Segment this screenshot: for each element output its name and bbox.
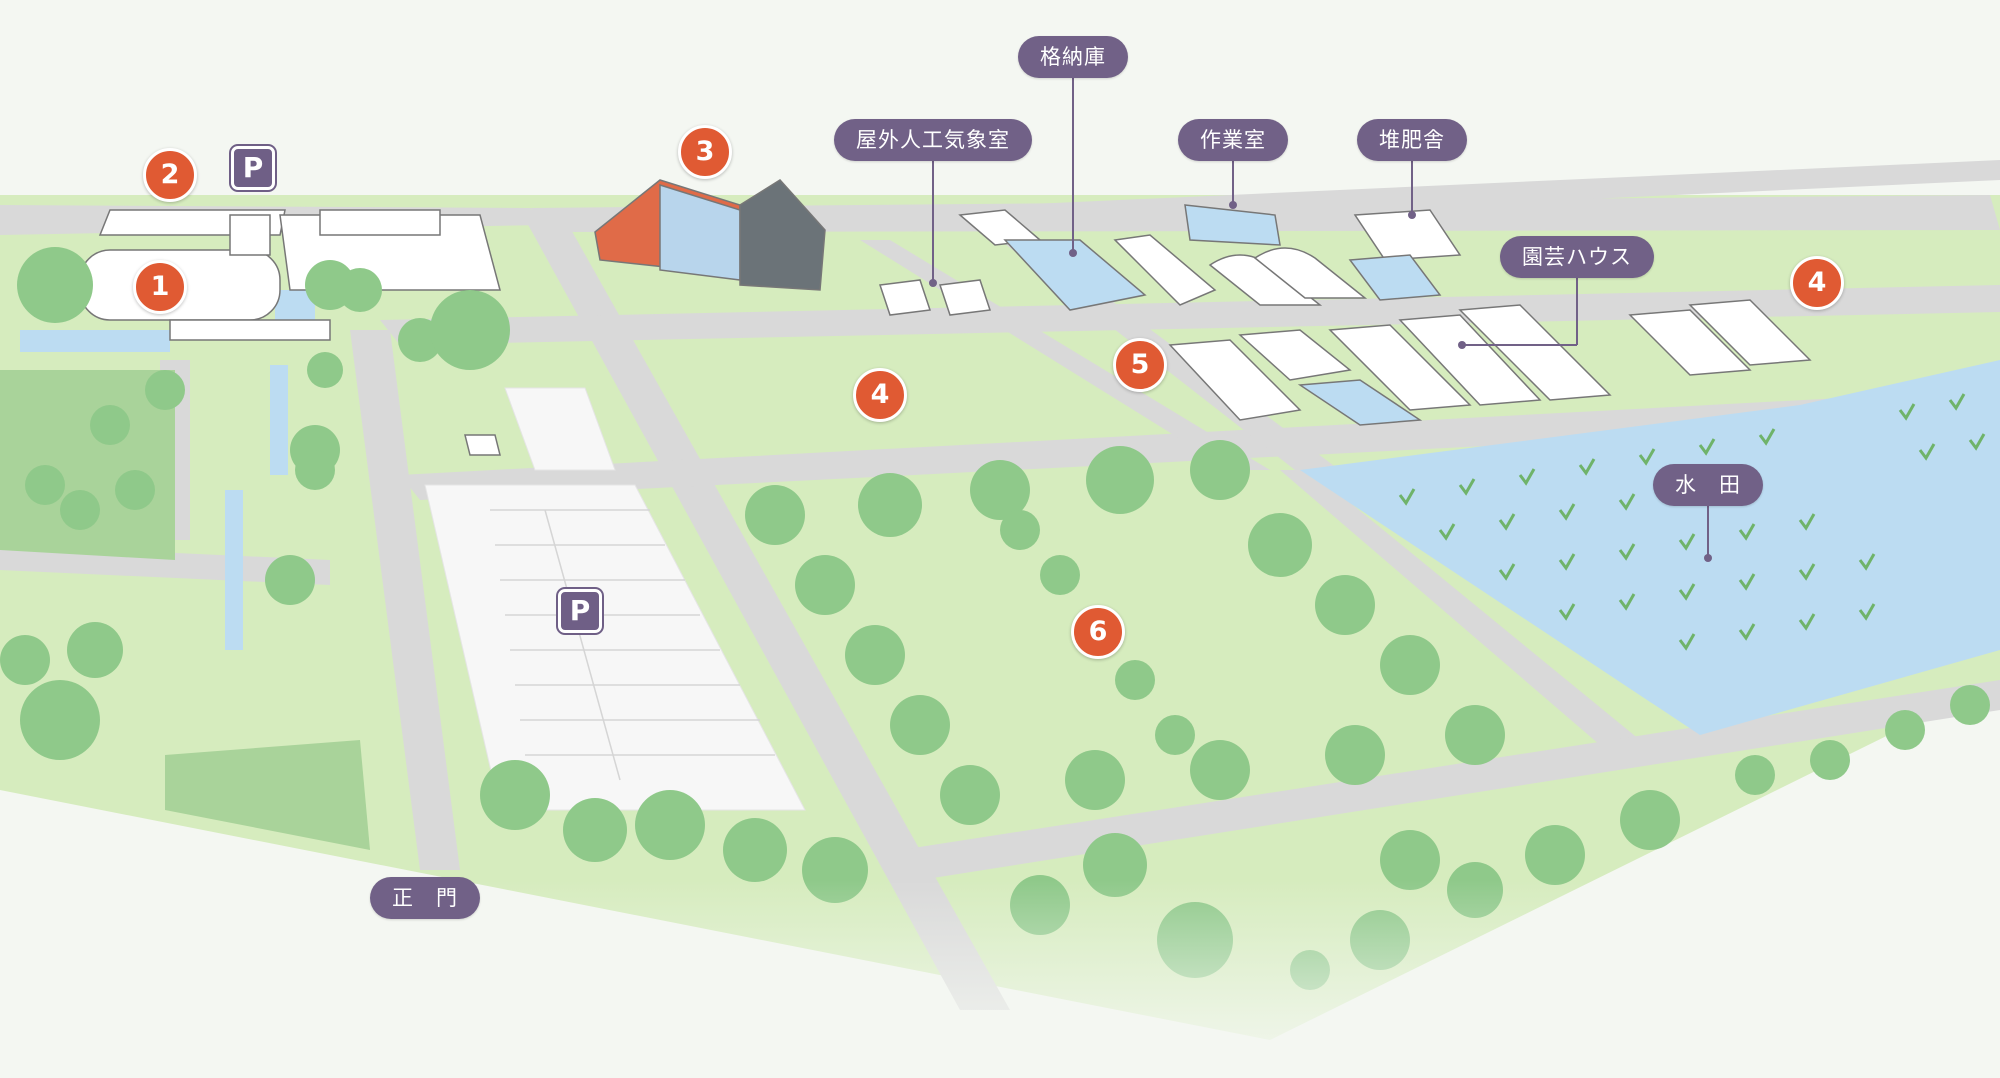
label-horticulture-house: 園芸ハウス [1500, 236, 1654, 278]
left-campus-lawn [0, 370, 175, 560]
badge-1: 1 [133, 260, 187, 314]
badge-2: 2 [143, 148, 197, 202]
badge-6: 6 [1071, 605, 1125, 659]
parking-icon-top: P [231, 146, 275, 190]
ground-base [0, 195, 2000, 1040]
label-main-gate: 正 門 [370, 877, 480, 919]
parking-icon-lot: P [558, 589, 602, 633]
badge-4-center: 4 [853, 368, 907, 422]
badge-4-right: 4 [1790, 256, 1844, 310]
badge-5: 5 [1113, 338, 1167, 392]
label-storage: 格納庫 [1018, 36, 1128, 78]
parking-lot-area [424, 484, 806, 811]
water-channels [20, 290, 315, 650]
bottom-fade [0, 880, 2000, 1078]
label-outdoor-climate-room: 屋外人工気象室 [834, 119, 1032, 161]
parking-lot-lines [490, 509, 775, 781]
badge-3: 3 [678, 125, 732, 179]
paddy-field-area [1300, 360, 2000, 735]
label-compost-shed: 堆肥舎 [1357, 119, 1467, 161]
label-paddy-field: 水 田 [1653, 464, 1763, 506]
road-network [0, 160, 2000, 1010]
small-parking-top [504, 387, 616, 471]
buildings [79, 179, 1812, 456]
label-workroom: 作業室 [1178, 119, 1288, 161]
leader-dots [929, 201, 1712, 562]
leader-lines [932, 75, 1709, 558]
bottom-left-lawn [165, 740, 370, 850]
